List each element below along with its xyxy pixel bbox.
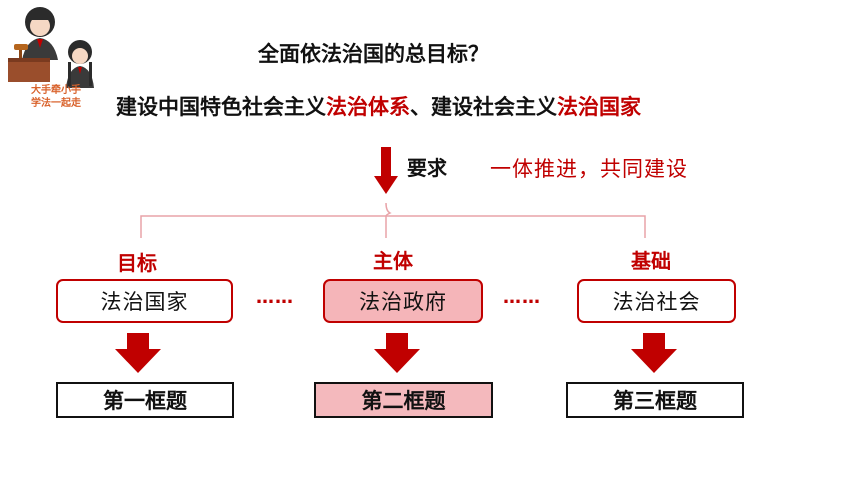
frame-lesson-3: 第三框题 [566, 382, 744, 418]
logo-illustration: 大手牵小手 学法一起走 [0, 0, 112, 112]
question-heading: 全面依法治国的总目标？ [258, 42, 489, 66]
goal-text-part2: 、建设社会主义 [410, 95, 557, 119]
frame-lesson-2: 第二框题 [314, 382, 493, 418]
separator-dots-1: …… [256, 287, 294, 308]
box-rule-country: 法治国家 [56, 279, 233, 323]
svg-text:大手牵小手: 大手牵小手 [31, 83, 81, 96]
goal-text-part1: 建设中国特色社会主义 [116, 95, 326, 119]
category-label-subject: 主体 [373, 249, 413, 273]
requirement-label: 要求 [407, 156, 447, 180]
box-rule-society: 法治社会 [577, 279, 736, 323]
branch-bracket [140, 202, 646, 238]
goal-statement: 建设中国特色社会主义法治体系、建设社会主义法治国家 [116, 91, 641, 121]
main-down-arrow-icon [374, 147, 398, 194]
category-label-goal: 目标 [117, 251, 157, 275]
goal-highlight-rule-system: 法治体系 [326, 95, 410, 119]
down-arrow-icon-1 [115, 333, 161, 373]
requirement-text: 一体推进，共同建设 [490, 157, 688, 181]
separator-dots-2: …… [503, 287, 541, 308]
down-arrow-icon-3 [631, 333, 677, 373]
frame-lesson-1: 第一框题 [56, 382, 234, 418]
svg-text:学法一起走: 学法一起走 [31, 96, 82, 109]
category-label-foundation: 基础 [631, 249, 671, 273]
box-rule-government: 法治政府 [323, 279, 483, 323]
down-arrow-icon-2 [374, 333, 420, 373]
goal-highlight-rule-country: 法治国家 [557, 95, 641, 119]
